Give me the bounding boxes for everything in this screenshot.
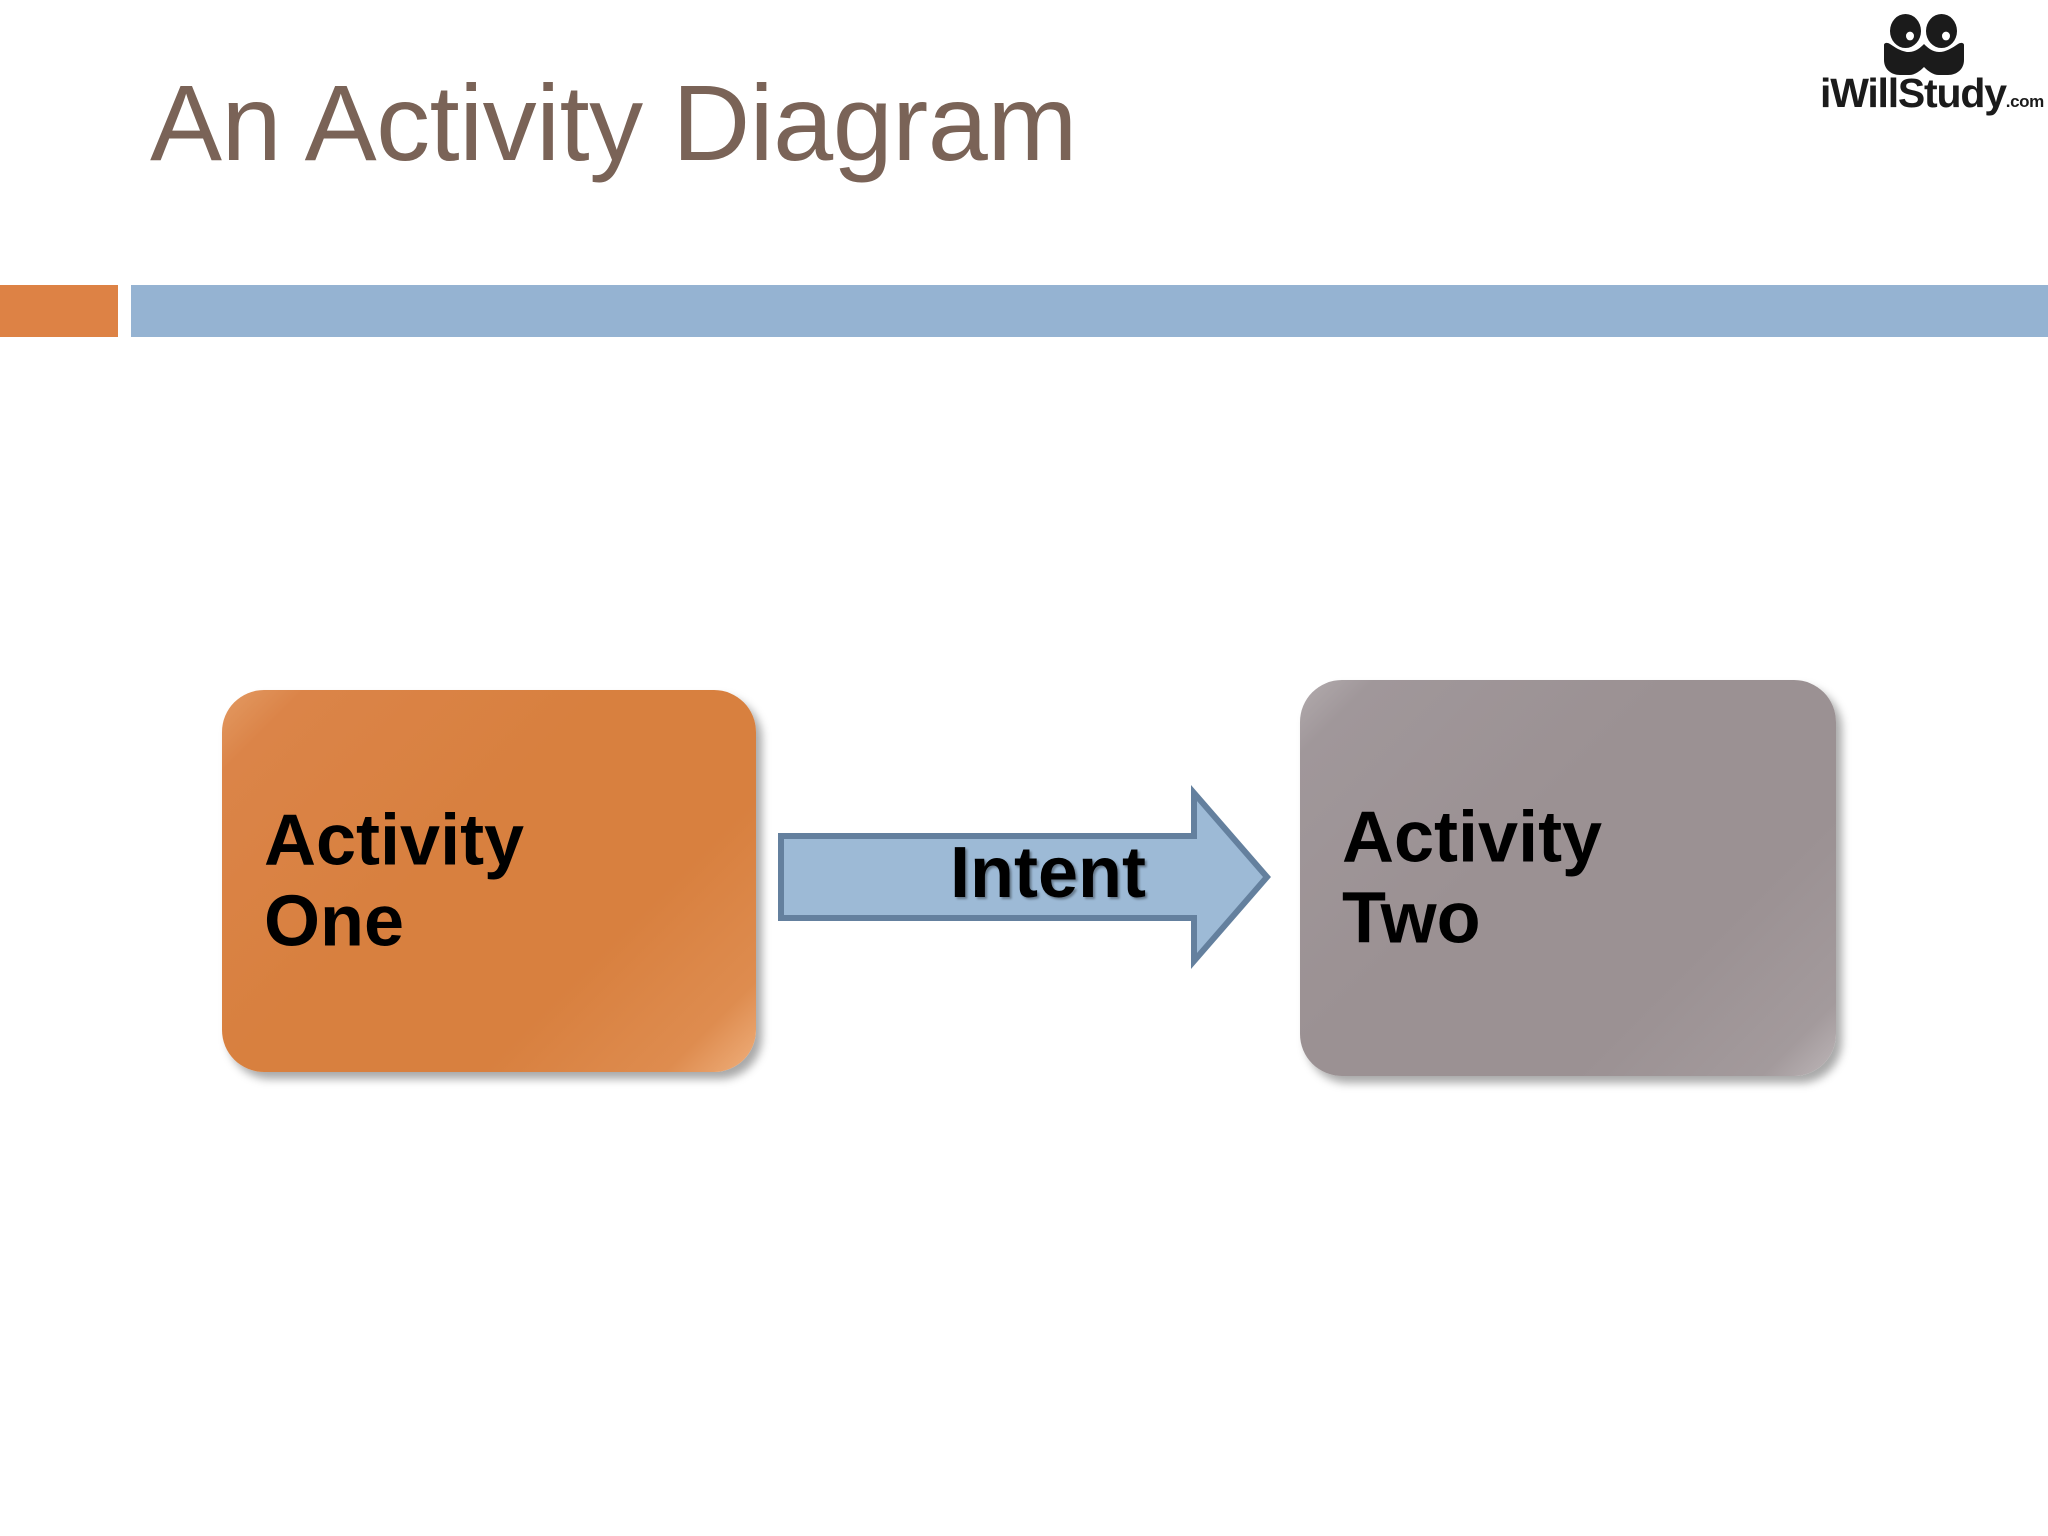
frog-face-icon bbox=[1878, 14, 1970, 76]
orange-accent-block bbox=[0, 285, 118, 337]
intent-arrow-label: Intent bbox=[950, 833, 1146, 913]
activity-node-label-line1: Activity bbox=[1342, 797, 1603, 878]
activity-node-label-line2: Two bbox=[1342, 878, 1481, 958]
blue-divider-bar bbox=[131, 285, 2048, 337]
logo-wordmark: iWillStudy.com bbox=[1820, 70, 2044, 117]
activity-node-label-line1: Activity bbox=[264, 800, 525, 881]
activity-node-label-line2: One bbox=[264, 881, 405, 961]
intent-arrow[interactable]: Intent bbox=[778, 784, 1271, 970]
logo-wordmark-text: iWillStudy bbox=[1820, 70, 2007, 116]
logo-tld-text: .com bbox=[2005, 92, 2044, 111]
page-title: An Activity Diagram bbox=[150, 62, 1077, 183]
iwillstudy-logo: iWillStudy.com bbox=[1820, 8, 2044, 130]
